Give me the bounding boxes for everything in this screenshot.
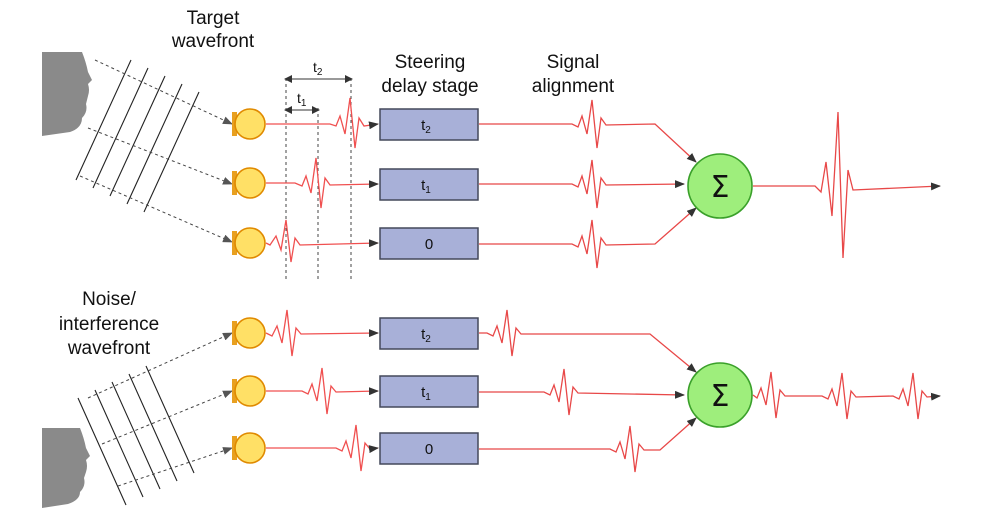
target-input-signal-1 xyxy=(266,97,379,149)
noise-mic-2 xyxy=(232,375,266,407)
target-delay-box-t1: t1 xyxy=(379,168,479,201)
target-propagation-rays xyxy=(79,59,233,243)
noise-delay-box-t1: t1 xyxy=(379,375,479,408)
target-summer: Σ xyxy=(687,153,753,219)
noise-mic-1 xyxy=(232,317,266,349)
steering-label-line1: Steering xyxy=(395,52,466,73)
svg-text:0: 0 xyxy=(425,441,433,458)
noise-mic-3 xyxy=(232,432,266,464)
target-delay-box-t2: t2 xyxy=(379,108,479,141)
target-delay-box-0: 0 xyxy=(379,227,479,260)
noise-delayed-signal-3 xyxy=(479,417,697,473)
target-input-signal-3 xyxy=(265,219,379,263)
target-aligned-signal-1 xyxy=(479,99,697,163)
alignment-label-line1: Signal xyxy=(547,52,600,73)
svg-text:t1: t1 xyxy=(421,177,431,196)
noise-propagation-rays xyxy=(87,332,233,487)
svg-text:0: 0 xyxy=(425,236,433,253)
target-summer-symbol: Σ xyxy=(711,170,730,205)
target-mic-2 xyxy=(232,167,266,199)
noise-wavefront-label-line3: wavefront xyxy=(67,338,151,359)
noise-delayed-signal-1 xyxy=(479,309,697,373)
target-mic-3 xyxy=(232,227,266,259)
t1-measure-label: t1 xyxy=(297,90,307,109)
noise-input-signal-1 xyxy=(265,309,379,357)
svg-text:t2: t2 xyxy=(421,117,431,136)
noise-wavefront-lines xyxy=(77,365,195,506)
noise-output-signal xyxy=(752,371,941,420)
target-wavefront-label-line2: wavefront xyxy=(171,31,255,52)
svg-text:t1: t1 xyxy=(421,384,431,403)
target-output-signal xyxy=(753,111,941,259)
target-wavefront-lines xyxy=(75,59,200,213)
noise-delayed-signal-2 xyxy=(479,368,685,416)
noise-speaker-head-icon xyxy=(42,428,90,508)
noise-delay-box-t2: t2 xyxy=(379,317,479,350)
noise-input-signal-2 xyxy=(266,367,379,415)
noise-wavefront-label-line2: interference xyxy=(59,314,159,335)
noise-wavefront-label-line1: Noise/ xyxy=(82,289,137,310)
target-wavefront-label-line1: Target xyxy=(187,8,241,29)
svg-text:t2: t2 xyxy=(421,326,431,345)
noise-delay-box-0: 0 xyxy=(379,432,479,465)
steering-label-line2: delay stage xyxy=(381,76,478,97)
target-aligned-signal-2 xyxy=(479,159,685,209)
noise-input-signal-3 xyxy=(266,424,379,472)
target-mic-1 xyxy=(232,108,266,140)
noise-summer: Σ xyxy=(687,362,753,428)
t2-measure-label: t2 xyxy=(313,59,323,78)
noise-summer-symbol: Σ xyxy=(711,379,730,414)
timing-guide-lines xyxy=(285,78,352,282)
target-aligned-signal-3 xyxy=(479,207,697,269)
alignment-label-line2: alignment xyxy=(532,76,615,97)
target-speaker-head-icon xyxy=(42,52,92,136)
target-input-signal-2 xyxy=(266,157,379,209)
